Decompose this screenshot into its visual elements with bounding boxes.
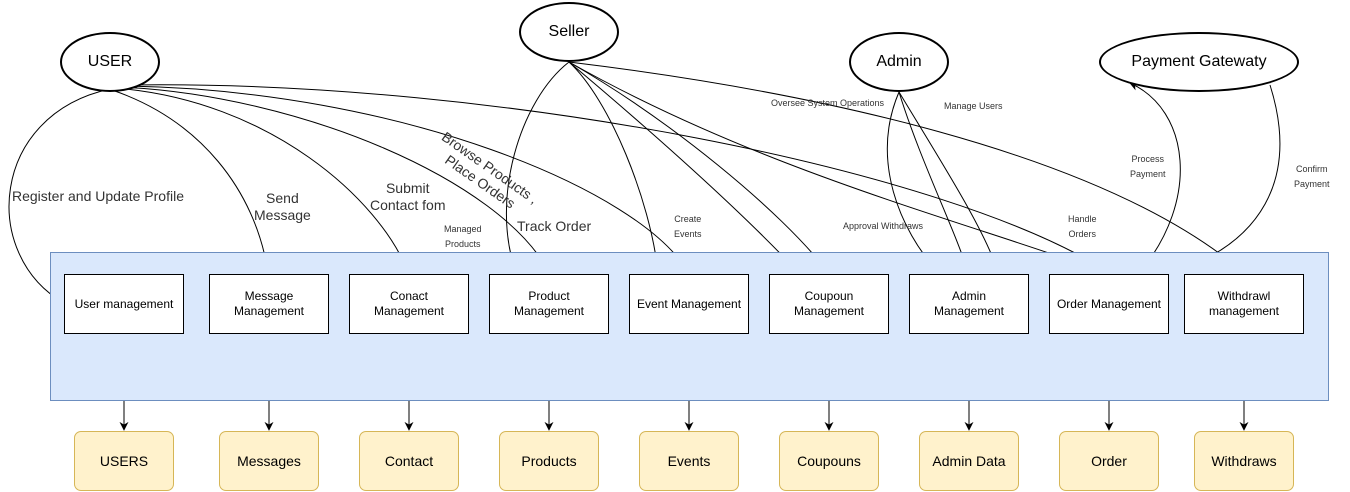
store-messages[interactable]: Messages bbox=[219, 431, 319, 491]
edge-user-to-message-management bbox=[111, 89, 272, 273]
module-withdrawl-management[interactable]: Withdrawl management bbox=[1184, 274, 1304, 334]
module-order-management[interactable]: Order Management bbox=[1049, 274, 1169, 334]
label-line: Events bbox=[674, 229, 702, 239]
label-managed-products: Managed Products bbox=[444, 222, 482, 252]
actor-user[interactable]: USER bbox=[60, 32, 160, 92]
module-user-management[interactable]: User management bbox=[64, 274, 184, 334]
label-process-payment: Process Payment bbox=[1130, 152, 1166, 182]
actor-admin[interactable]: Admin bbox=[849, 32, 949, 92]
actor-payment-gateway[interactable]: Payment Gatewaty bbox=[1099, 32, 1299, 92]
edge-user-to-event-management bbox=[124, 85, 689, 273]
label-line: Create bbox=[674, 214, 702, 224]
store-withdraws[interactable]: Withdraws bbox=[1194, 431, 1294, 491]
edge-admin-to-admin-management-2 bbox=[898, 91, 970, 273]
label-line: Submit bbox=[385, 180, 430, 196]
label-manage-users: Manage Users bbox=[944, 101, 1003, 111]
edge-admin-to-admin-management-3 bbox=[898, 91, 1000, 273]
label-line: Products bbox=[445, 239, 481, 249]
label-handle-orders: Handle Orders bbox=[1068, 212, 1097, 242]
label-create-events: Create Events bbox=[674, 212, 702, 242]
module-coupon-management[interactable]: Coupoun Management bbox=[769, 274, 889, 334]
label-oversee-system-operations: Oversee System Operations bbox=[771, 98, 885, 108]
edge-admin-to-admin-management-1 bbox=[886, 91, 939, 273]
label-line: Message bbox=[254, 207, 311, 223]
store-coupons[interactable]: Coupouns bbox=[779, 431, 879, 491]
label-line: Payment bbox=[1294, 179, 1330, 189]
module-contact-management[interactable]: Conact Management bbox=[349, 274, 469, 334]
edge-seller-to-product-management bbox=[505, 61, 570, 273]
label-line: Process bbox=[1131, 154, 1165, 164]
label-line: Send bbox=[266, 190, 299, 206]
module-event-management[interactable]: Event Management bbox=[629, 274, 749, 334]
edge-seller-to-withdrawl-management bbox=[568, 61, 1244, 273]
label-send-message: Send Message bbox=[254, 190, 311, 224]
store-contact[interactable]: Contact bbox=[359, 431, 459, 491]
module-product-management[interactable]: Product Management bbox=[489, 274, 609, 334]
edge-payment-gateway-to-order-management bbox=[1169, 84, 1281, 275]
store-order[interactable]: Order bbox=[1059, 431, 1159, 491]
edge-seller-to-coupon-management bbox=[568, 61, 799, 273]
store-events[interactable]: Events bbox=[639, 431, 739, 491]
label-line: Handle bbox=[1068, 214, 1097, 224]
edge-user-to-order-management bbox=[129, 84, 1109, 273]
label-line: Orders bbox=[1068, 229, 1097, 239]
label-line: Managed bbox=[444, 224, 482, 234]
label-submit-contact-form: Submit Contact fom bbox=[370, 180, 445, 214]
edge-seller-to-order-management bbox=[568, 61, 1105, 274]
edge-user-to-user-management bbox=[8, 88, 111, 304]
edge-user-to-product-management bbox=[119, 86, 550, 273]
store-products[interactable]: Products bbox=[499, 431, 599, 491]
label-line: Confirm bbox=[1296, 164, 1328, 174]
module-message-management[interactable]: Message Management bbox=[209, 274, 329, 334]
label-approval-withdraws: Approval Withdraws bbox=[843, 221, 924, 231]
label-line: Contact fom bbox=[370, 197, 446, 213]
label-line: Payment bbox=[1130, 169, 1166, 179]
edge-seller-to-event-management bbox=[568, 61, 662, 273]
actor-seller[interactable]: Seller bbox=[519, 2, 619, 62]
store-users[interactable]: USERS bbox=[74, 431, 174, 491]
label-register-update-profile: Register and Update Profile bbox=[12, 188, 184, 204]
label-track-order: Track Order bbox=[517, 218, 592, 234]
edge-user-to-contact-management bbox=[114, 87, 410, 273]
edge-seller-to-coupon-management-2 bbox=[568, 61, 829, 273]
module-admin-management[interactable]: Admin Management bbox=[909, 274, 1029, 334]
edge-order-to-payment-gateway bbox=[1129, 82, 1181, 273]
label-confirm-payment: Confirm Payment bbox=[1294, 162, 1330, 192]
store-admin-data[interactable]: Admin Data bbox=[919, 431, 1019, 491]
